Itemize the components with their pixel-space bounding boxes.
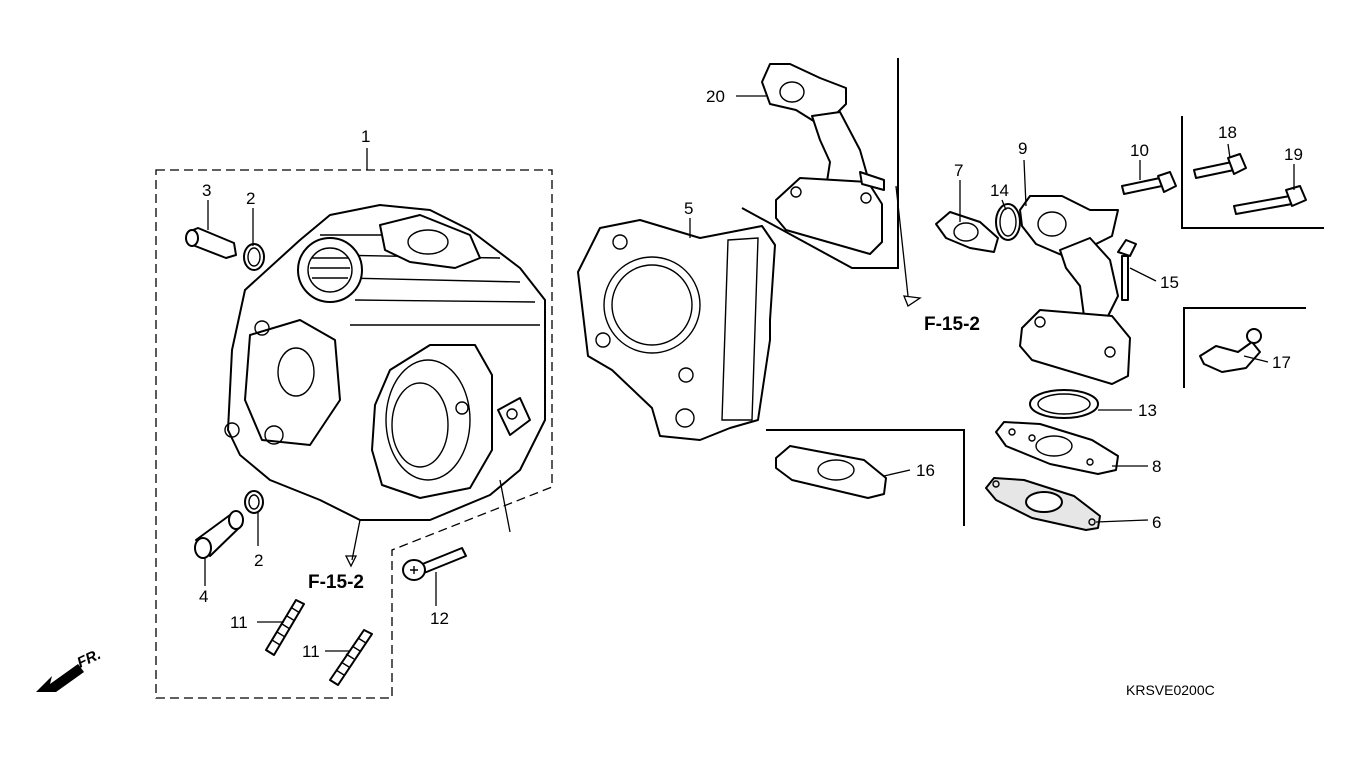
insulator-part xyxy=(935,211,999,253)
callout-12: 12 xyxy=(430,609,449,628)
valve-guide-top-part xyxy=(185,227,237,259)
bolt-short-part xyxy=(1117,239,1137,301)
reference-label-left[interactable]: F-15-2 xyxy=(308,572,364,593)
spacer-frame xyxy=(766,429,965,526)
bolt-long-part xyxy=(1121,171,1177,195)
clip-ring-bottom-part xyxy=(244,490,264,514)
gasket-part xyxy=(995,421,1119,475)
valve-guide-bottom-part xyxy=(194,510,244,559)
bolt-18-part xyxy=(1193,153,1247,179)
callout-2-bottom: 2 xyxy=(254,551,263,570)
callout-13: 13 xyxy=(1138,401,1157,420)
callout-15: 15 xyxy=(1160,273,1179,292)
callout-9: 9 xyxy=(1018,139,1027,158)
callout-6: 6 xyxy=(1152,513,1161,532)
callout-7: 7 xyxy=(954,161,963,180)
callout-11-b: 11 xyxy=(302,642,320,661)
front-direction-arrow-icon xyxy=(36,664,84,692)
callout-8: 8 xyxy=(1152,457,1161,476)
cylinder-head-group xyxy=(155,169,553,699)
bolt-19-part xyxy=(1233,185,1307,215)
front-direction-label: FR. xyxy=(75,646,104,672)
cylinder-head-gasket-part xyxy=(577,219,776,441)
callout-20: 20 xyxy=(706,87,725,106)
stay-frame xyxy=(1183,307,1306,388)
stay-bracket-part xyxy=(1199,328,1262,373)
cylinder-head-part xyxy=(224,204,546,521)
callout-17: 17 xyxy=(1272,353,1291,372)
leader-lines xyxy=(204,95,1295,652)
o-ring-part xyxy=(995,203,1021,241)
callout-11-a: 11 xyxy=(230,613,248,632)
stud-bolt-a-part xyxy=(265,599,305,656)
diagram-code: KRSVE0200C xyxy=(1126,682,1215,698)
callout-19: 19 xyxy=(1284,145,1303,164)
flange-bolt-part xyxy=(402,547,467,581)
callout-2-top: 2 xyxy=(246,189,255,208)
gasket-ring-part xyxy=(1029,389,1099,419)
callout-14: 14 xyxy=(990,181,1009,200)
intake-pipe-part xyxy=(1019,195,1131,385)
callout-18: 18 xyxy=(1218,123,1237,142)
callout-3: 3 xyxy=(202,181,211,200)
spacer-part xyxy=(775,445,887,499)
reference-label-right[interactable]: F-15-2 xyxy=(924,314,980,335)
callout-5: 5 xyxy=(684,199,693,218)
stud-bolt-b-part xyxy=(329,629,373,686)
callout-16: 16 xyxy=(916,461,935,480)
intake-pipe-upper-part xyxy=(761,63,885,255)
clip-ring-top-part xyxy=(243,243,265,271)
callout-10: 10 xyxy=(1130,141,1149,160)
callout-labels: 1 2 2 3 4 5 6 7 8 9 10 11 11 12 13 14 15… xyxy=(199,87,1303,661)
carburetor-gasket-part xyxy=(985,477,1101,531)
insulator-upper-frame xyxy=(741,58,899,269)
bolts-frame xyxy=(1181,116,1324,229)
callout-1: 1 xyxy=(361,127,370,146)
callout-4: 4 xyxy=(199,587,208,606)
